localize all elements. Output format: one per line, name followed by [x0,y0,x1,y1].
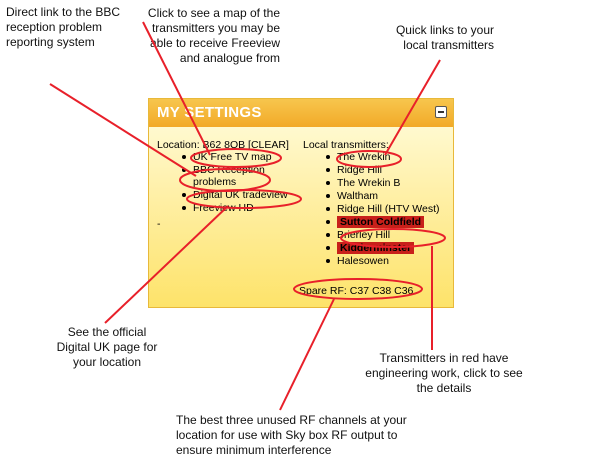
annotation-line-quick [384,59,441,156]
annotation-line-map [142,21,211,156]
list-item: Halesowen [326,255,451,267]
transmitter-link[interactable]: The Wrekin [337,151,391,163]
panel-title: MY SETTINGS [157,104,262,121]
transmitter-link[interactable]: Halesowen [337,255,389,267]
panel-header: MY SETTINGS [149,99,453,127]
annotation-ellipse-bbc [179,168,271,192]
callout-quick-links: Quick links to your local transmitters [395,23,494,52]
annotation-ellipse-sutton [340,228,446,248]
list-item: Sutton Coldfield [326,216,451,228]
callout-map-link: Click to see a map of the transmitters y… [147,6,280,65]
list-item: The Wrekin [326,151,451,163]
callout-digital-uk: See the official Digital UK page for you… [56,325,158,369]
callout-bbc-link: Direct link to the BBC reception problem… [6,5,121,49]
list-item: Waltham [326,190,451,202]
annotation-ellipse-dtuk [186,189,302,209]
list-item: UK Free TV map [182,151,297,163]
location-label: Location: B62 8QB [CLEAR] [157,139,289,151]
callout-red-transmitters: Transmitters in red have engineering wor… [365,351,523,395]
annotation-line-spare [279,298,335,411]
list-item: The Wrekin B [326,177,451,189]
spare-rf-channels: Spare RF: C37 C38 C36 [299,285,414,297]
placeholder-dash: - [157,218,161,230]
uk-free-tv-map-link[interactable]: UK Free TV map [193,151,272,163]
local-transmitters-label: Local transmitters: [303,139,389,151]
transmitter-link[interactable]: Waltham [337,190,379,202]
minimize-icon[interactable] [435,106,447,118]
transmitter-link[interactable]: The Wrekin B [337,177,401,189]
annotation-line-dtuk [104,205,229,324]
transmitter-alert-link[interactable]: Sutton Coldfield [337,216,425,228]
annotation-line-bbc [49,83,197,177]
transmitter-link[interactable]: Ridge Hill (HTV West) [337,203,440,215]
list-item: Ridge Hill (HTV West) [326,203,451,215]
annotation-ellipse-spare [293,278,423,300]
annotation-ellipse-wrekin [336,150,402,168]
callout-spare-rf: The best three unused RF channels at you… [176,413,407,457]
annotation-ellipse-map [190,148,282,168]
